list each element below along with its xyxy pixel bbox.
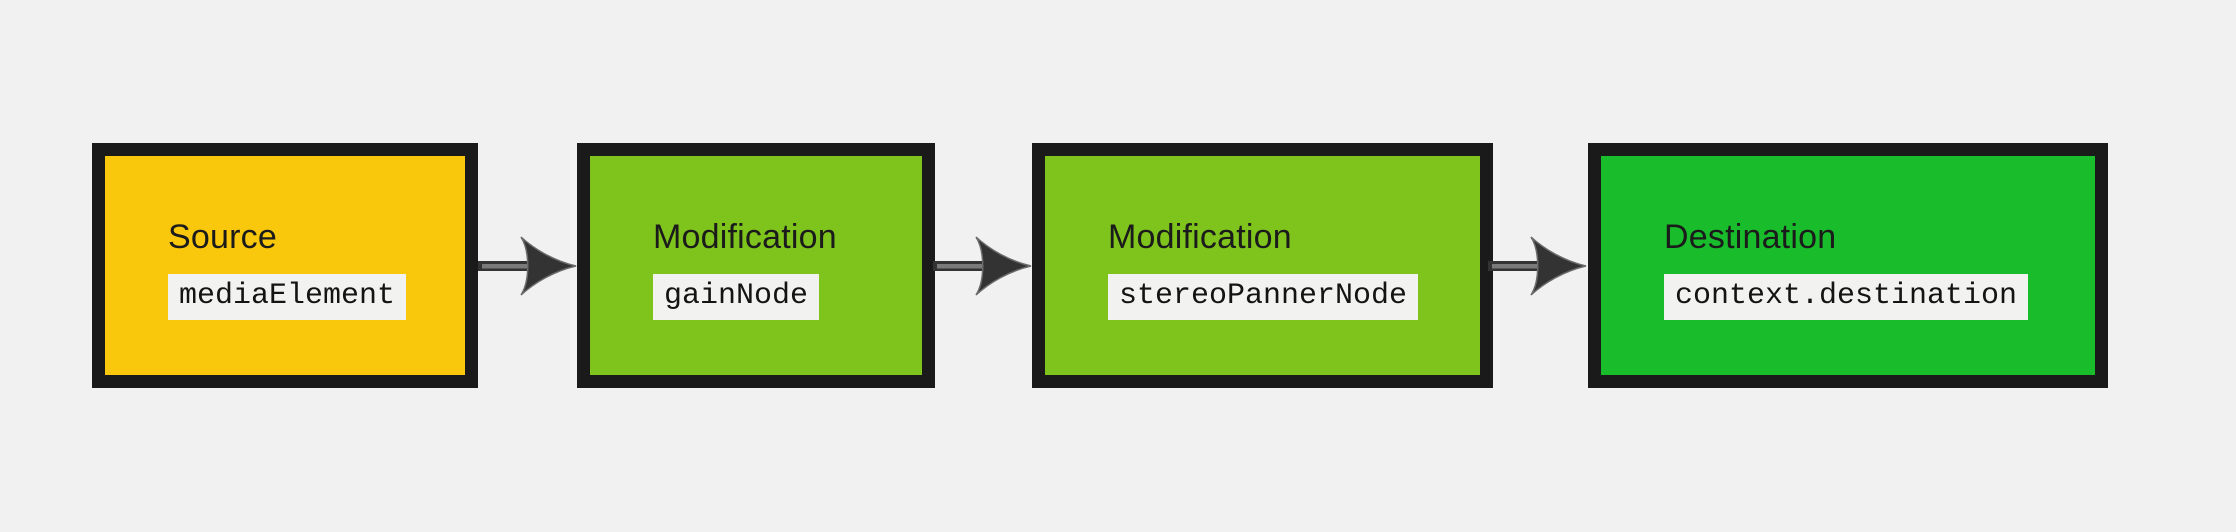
flow-arrow <box>933 236 1032 296</box>
node-title: Source <box>168 218 277 256</box>
node-destination: Destination context.destination <box>1588 143 2108 388</box>
node-title: Destination <box>1664 218 1837 256</box>
node-title: Modification <box>653 218 837 256</box>
node-code-label: mediaElement <box>168 274 407 320</box>
arrow-shaft-highlight <box>937 264 997 269</box>
node-code-label: stereoPannerNode <box>1108 274 1419 320</box>
node-source: Source mediaElement <box>92 143 478 388</box>
flow-arrow <box>1488 236 1587 296</box>
flow-arrow <box>478 236 577 296</box>
node-title: Modification <box>1108 218 1292 256</box>
arrow-shaft-highlight <box>482 264 542 269</box>
arrowhead-icon <box>520 236 577 296</box>
node-modification-gain: Modification gainNode <box>577 143 935 388</box>
arrowhead-icon <box>1530 236 1587 296</box>
node-modification-panner: Modification stereoPannerNode <box>1032 143 1493 388</box>
node-code-label: gainNode <box>653 274 820 320</box>
node-code-label: context.destination <box>1664 274 2029 320</box>
arrowhead-icon <box>975 236 1032 296</box>
arrow-shaft-highlight <box>1492 264 1552 269</box>
